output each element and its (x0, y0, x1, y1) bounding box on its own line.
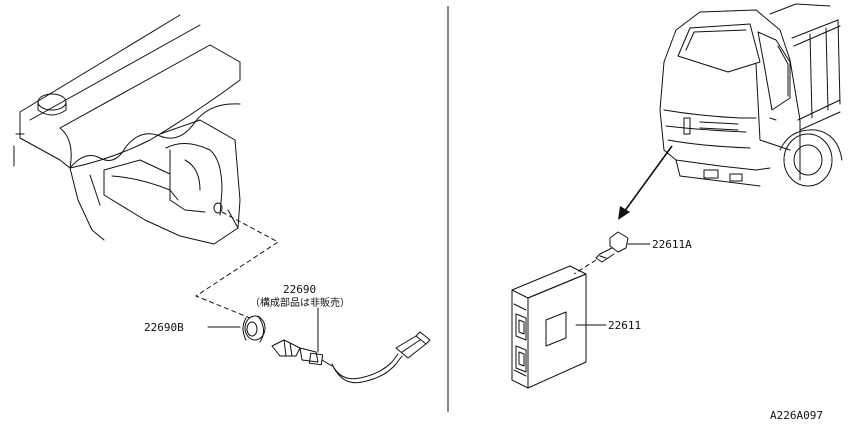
leader-engine-to-washer (194, 211, 279, 319)
washer-22690b-drawing (242, 315, 266, 343)
bolt-22611a-drawing (595, 231, 629, 263)
bolt-part-label: 22611A (652, 238, 692, 251)
truck-drawing (659, 3, 843, 187)
control-unit-22611-drawing (511, 265, 587, 389)
engine-block-drawing (13, 14, 241, 245)
sensor-part-label: 22690 (283, 283, 316, 296)
washer-part-label: 22690B (144, 321, 184, 334)
leader-bolt-dashed (573, 259, 597, 275)
sensor-note-label: （構成部品は非販売） (250, 296, 350, 309)
figure-id-label: A226A097 (770, 409, 823, 422)
o2-sensor-22690-drawing (271, 331, 431, 384)
location-arrow (618, 145, 673, 220)
unit-part-label: 22611 (608, 319, 641, 332)
